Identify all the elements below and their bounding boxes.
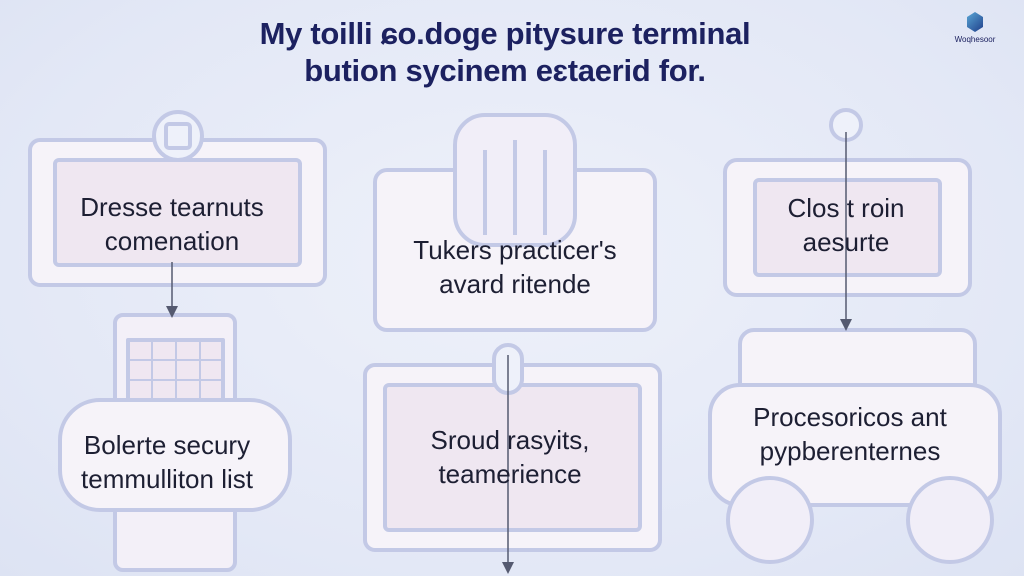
node-line: Dresse tearnuts xyxy=(80,192,264,222)
node-line: Tukers practicer's xyxy=(413,235,617,265)
node-line: aesurte xyxy=(802,227,890,257)
node-label-tr: Clos t roin aesurte xyxy=(787,191,904,259)
node-frame-tr xyxy=(723,108,972,297)
node-line: teamerience xyxy=(438,459,582,489)
node-line: avard ritende xyxy=(439,269,591,299)
node-label-bc: Sroud rasyits, teamerience xyxy=(431,423,590,491)
title-line-1: My toilli ɕo.doge pitysure terminal xyxy=(259,16,751,51)
node-line: pypberenternes xyxy=(759,436,941,466)
title-line-2: bution sycinem eɛtaerid for. xyxy=(304,53,706,88)
node-line: Bolerte secury xyxy=(83,430,251,460)
cube-icon xyxy=(967,12,983,32)
node-line: Clos t roin xyxy=(787,193,905,223)
node-line: Procesoricos ant xyxy=(753,402,947,432)
node-label-bl: Bolerte secury temmulliton list xyxy=(81,428,253,496)
node-frame-tc xyxy=(373,113,657,332)
node-frame-br xyxy=(708,328,1002,564)
node-label-tc: Tukers practicer's avard ritende xyxy=(413,233,616,301)
page-title: My toilli ɕo.doge pitysure terminal buti… xyxy=(150,15,860,89)
node-frame-bl xyxy=(58,313,292,572)
logo-text: Woqhesoor xyxy=(954,35,996,44)
node-line: Sroud rasyits, xyxy=(430,425,590,455)
node-frame-bc xyxy=(363,343,662,552)
node-line: temmulliton list xyxy=(81,464,253,494)
brand-logo: Woqhesoor xyxy=(940,12,1010,44)
node-line: comenation xyxy=(104,226,240,256)
node-label-tl: Dresse tearnuts comenation xyxy=(80,190,264,258)
node-label-br: Procesoricos ant pypberenternes xyxy=(753,400,947,468)
node-frame-tl xyxy=(28,110,327,287)
